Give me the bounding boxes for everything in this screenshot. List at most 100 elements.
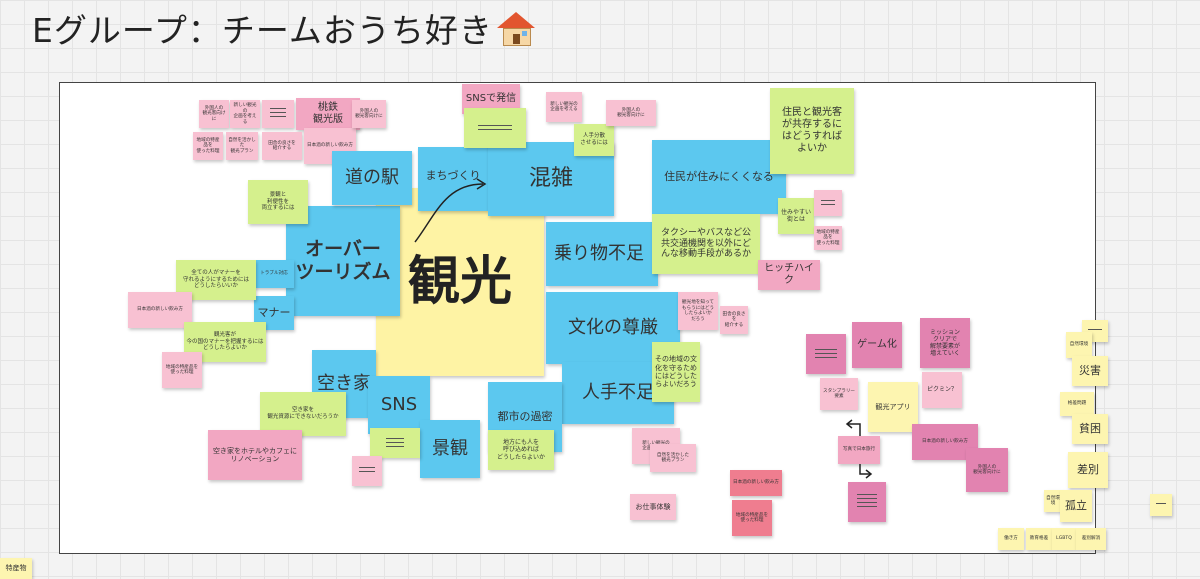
sticky-note[interactable]: 桃鉄 観光版 xyxy=(296,98,360,130)
empty-note-lines xyxy=(856,494,878,510)
sticky-note[interactable]: 地域の特産品を 使った料理 xyxy=(162,352,202,388)
sticky-note-taxi[interactable]: タクシーやバスなど公 共交通機関を以外にど んな移動手段があるか xyxy=(652,214,760,274)
sticky-note-mission[interactable]: ミッション クリアで 解禁要素が 増えていく xyxy=(920,318,970,368)
note-text: 外国人の 観光客向けに xyxy=(617,107,645,119)
sticky-note[interactable] xyxy=(352,456,382,486)
sticky-note-dadeki[interactable]: 差別解消 xyxy=(1076,528,1106,550)
note-text: 地域の特産品を 使った料理 xyxy=(816,229,840,246)
sticky-note-jumin-sumi[interactable]: 住民が住みにくくなる xyxy=(652,140,786,214)
sticky-note[interactable]: 外国人の 観光客向けに xyxy=(966,448,1008,492)
note-text: 写真で日本旅行 xyxy=(842,447,876,453)
sticky-note-kankochi[interactable]: 観光地を知って もらうにはどう したらよいか だろう xyxy=(678,292,718,330)
sticky-note-sns[interactable]: SNS xyxy=(368,376,430,434)
sticky-note[interactable] xyxy=(814,190,842,216)
note-text: 地方にも人を 呼び込めれば どうしたらよいか xyxy=(496,439,545,461)
empty-note-lines xyxy=(1155,503,1167,507)
sticky-note-hitch[interactable]: ヒッチハイク xyxy=(758,260,820,290)
note-text: 混雑 xyxy=(528,165,573,191)
sticky-note-oshigoto[interactable]: お仕事体験 xyxy=(630,494,676,520)
note-text: 貧困 xyxy=(1079,422,1101,436)
sticky-note-norimono[interactable]: 乗り物不足 xyxy=(546,222,658,286)
sticky-note-kaiseki[interactable]: 格差問題 xyxy=(1060,392,1094,416)
sticky-note-toraburu[interactable]: トラブル対応 xyxy=(254,260,294,288)
sticky-note-kyoiku[interactable]: 教育格差 xyxy=(1026,528,1052,550)
sticky-note-koritsu[interactable]: 孤立 xyxy=(1060,490,1092,522)
sticky-note[interactable]: 日本酒の新しい飲み方 xyxy=(730,470,782,496)
sticky-note[interactable]: 外国人の 観光客向けに xyxy=(606,100,656,126)
sticky-note[interactable]: 外国人の 観光客向けに xyxy=(199,100,229,128)
sticky-note-ryotetsu[interactable]: 景観と 利便性を 両立するには xyxy=(248,180,308,224)
sticky-note[interactable]: 新しい観光の 企画を考える xyxy=(546,92,582,122)
sticky-note[interactable]: 自然環境 xyxy=(1044,490,1062,512)
sticky-note[interactable]: 自然を活かした 観光プラン xyxy=(650,444,696,472)
sticky-note[interactable]: 日本酒の新しい飲み方 xyxy=(128,292,192,328)
note-text: 空き家をホテルやカフェに リノベーション xyxy=(213,446,297,463)
sticky-note-over-tourism[interactable]: オーバー ツーリズム xyxy=(286,206,400,316)
house-icon xyxy=(496,10,535,46)
sticky-note-chiho[interactable]: 地方にも人を 呼び込めれば どうしたらよいか xyxy=(488,430,554,470)
sticky-note-game[interactable]: ゲーム化 xyxy=(852,322,902,368)
central-note-kanko[interactable]: 観光 xyxy=(376,188,544,376)
empty-note-lines xyxy=(359,467,375,475)
sticky-note[interactable]: 田舎の良さを 紹介する xyxy=(262,132,302,160)
sticky-note-sumiyasui[interactable]: 住みやすい 街とは xyxy=(778,198,814,234)
sticky-note-michinoeki[interactable]: 道の駅 xyxy=(332,151,412,205)
note-text: 孤立 xyxy=(1065,499,1087,513)
note-text: 景観 xyxy=(432,438,468,460)
sticky-note-shashin[interactable]: 写真で日本旅行 xyxy=(838,436,880,464)
note-text: マナー xyxy=(257,306,291,320)
sticky-note[interactable] xyxy=(370,428,420,458)
sticky-note[interactable] xyxy=(806,334,846,374)
sticky-note-stamp[interactable]: スタンプラリー 要素 xyxy=(820,378,858,410)
note-text: 外国人の 観光客向けに xyxy=(973,464,1001,476)
note-text: 観光アプリ xyxy=(875,402,911,411)
note-text: 住民と観光客 が共存するに はどうすれば よいか xyxy=(782,107,842,154)
sticky-note-akiya-hotel[interactable]: 空き家をホテルやカフェに リノベーション xyxy=(208,430,302,480)
note-text: 田舎の良さを 紹介する xyxy=(722,311,746,328)
sticky-note[interactable] xyxy=(464,108,526,148)
note-text: タクシーやバスなど公 共交通機関を以外にど んな移動手段があるか xyxy=(660,227,751,260)
sticky-note[interactable]: 田舎の良さを 紹介する xyxy=(720,306,748,334)
sticky-note-machizukuri[interactable]: まちづくり xyxy=(418,147,488,211)
sticky-note[interactable]: 自然を活かした 観光プラン xyxy=(226,132,258,160)
sticky-note-lgbt[interactable]: LGBTQ xyxy=(1052,528,1076,550)
note-text: 景観と 利便性を 両立するには xyxy=(261,192,295,212)
sticky-note-hinkon[interactable]: 貧困 xyxy=(1072,414,1108,444)
sticky-note[interactable] xyxy=(848,482,886,522)
sticky-note-jumin-kanko[interactable]: 住民と観光客 が共存するに はどうすれば よいか xyxy=(770,88,854,174)
sticky-note-hatarakikata[interactable]: 働き方 xyxy=(998,528,1024,550)
sticky-note-kanko-app[interactable]: 観光アプリ xyxy=(868,382,918,432)
sticky-note-tokusanbutsu[interactable]: 特産物 xyxy=(0,558,32,579)
sticky-note[interactable]: 地域の特産品を 使った料理 xyxy=(814,226,842,250)
sticky-note[interactable]: 外国人の 観光客向けに xyxy=(352,100,386,128)
sticky-note[interactable] xyxy=(1150,494,1172,516)
note-text: 道の駅 xyxy=(345,167,399,189)
note-text: ピクミン？ xyxy=(926,386,957,394)
sticky-note-kakusa[interactable]: 自然環境 xyxy=(1066,332,1092,358)
sticky-note-akiya-kanko[interactable]: 空き家を 観光資源にできないだろうか xyxy=(260,392,346,436)
note-text: 日本酒の新しい飲み方 xyxy=(137,307,183,313)
sticky-note-keikan[interactable]: 景観 xyxy=(420,420,480,478)
empty-note-lines xyxy=(269,108,287,120)
sticky-note[interactable]: 地域の特産品を 使った料理 xyxy=(193,132,223,160)
sticky-note[interactable] xyxy=(262,100,294,128)
sticky-note-sonochiiki[interactable]: その地域の文 化を守るため にはどうした らよいだろう xyxy=(652,342,700,402)
sticky-note[interactable]: 地域の特産品を 使った料理 xyxy=(732,500,772,536)
sticky-note-saigai[interactable]: 災害 xyxy=(1072,356,1108,386)
note-text: ミッション クリアで 解禁要素が 増えていく xyxy=(929,328,960,358)
sticky-note-sabetsu[interactable]: 差別 xyxy=(1068,452,1108,488)
note-text: 地域の特産品を 使った料理 xyxy=(165,364,199,376)
note-text: 自然環境 xyxy=(1046,495,1060,507)
note-text: お仕事体験 xyxy=(635,502,671,511)
arrow-icon xyxy=(859,464,873,479)
sticky-note-jinbutsu[interactable]: 人手分散 させるには xyxy=(574,124,614,156)
note-text: その地域の文 化を守るため にはどうした らよいだろう xyxy=(655,355,697,389)
note-text: 日本酒の新しい飲み方 xyxy=(307,143,353,149)
note-text: 人手分散 させるには xyxy=(580,133,608,146)
board-title: Eグループ：チームおうち好き xyxy=(32,4,535,52)
note-text: まちづくり xyxy=(425,169,481,182)
note-text: 桃鉄 観光版 xyxy=(313,102,343,125)
sticky-note-pikmin[interactable]: ピクミン？ xyxy=(922,372,962,408)
note-text: 新しい観光の 企画を考える xyxy=(550,101,578,113)
sticky-note[interactable]: 新しい観光の 企画を考える xyxy=(230,100,260,128)
